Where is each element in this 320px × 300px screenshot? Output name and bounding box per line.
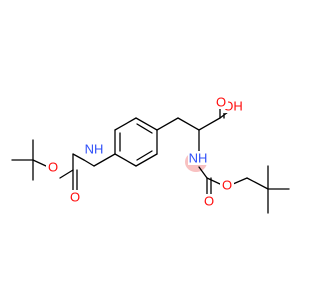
label-background — [188, 151, 208, 165]
chemical-structure-diagram: OH O NH O O NH O O — [11, 95, 290, 214]
bond — [198, 117, 221, 131]
bond — [72, 153, 85, 161]
bond — [136, 150, 153, 161]
bond — [32, 159, 47, 167]
alpha-carbamate-o-ester-label: O — [222, 178, 232, 193]
acid-oh-label: OH — [223, 99, 243, 114]
bond — [232, 177, 248, 185]
side-carbamate-o-ester-label: O — [48, 160, 58, 175]
alpha-carbamate-o-double-label: O — [204, 194, 214, 209]
bond — [135, 117, 158, 131]
bond — [93, 153, 116, 167]
bond — [59, 169, 74, 179]
label-background — [84, 142, 104, 156]
alpha-nh-label: NH — [189, 151, 208, 166]
bond — [135, 153, 158, 167]
side-carbamate-o-double-label: O — [70, 190, 80, 205]
side-chain-nh-label: NH — [85, 142, 104, 157]
atom-labels: OH O NH O O NH O O — [46, 95, 243, 209]
bond — [114, 153, 137, 167]
bond — [114, 117, 137, 131]
bond — [83, 159, 95, 167]
label-background — [68, 190, 82, 204]
bond — [206, 177, 221, 185]
bond — [198, 166, 208, 179]
bond — [156, 117, 179, 131]
acid-o-label: O — [216, 95, 226, 110]
label-background — [220, 178, 234, 192]
label-background — [202, 194, 216, 208]
bond — [177, 117, 200, 131]
label-background — [214, 95, 228, 109]
bond — [246, 177, 269, 190]
label-background — [46, 160, 60, 174]
bond — [136, 123, 153, 134]
